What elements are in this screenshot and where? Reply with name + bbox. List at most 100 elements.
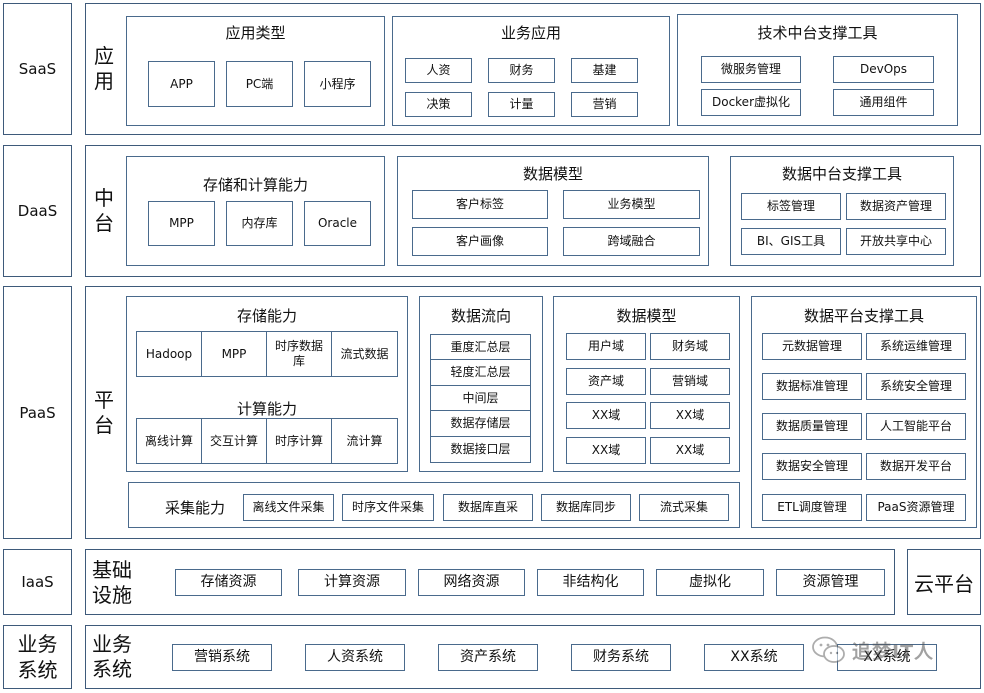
collect-group bbox=[128, 482, 740, 528]
compute-item: 交互计算 bbox=[201, 418, 267, 464]
data-tools-title: 数据中台支撑工具 bbox=[781, 165, 902, 183]
data-flow-layer: 重度汇总层 bbox=[430, 334, 531, 360]
biz-app: 基建 bbox=[571, 58, 638, 83]
storage-item: 时序数据 库 bbox=[266, 331, 332, 377]
paas-model-domain: XX域 bbox=[650, 437, 730, 464]
compute-capability-title: 计算能力 bbox=[236, 400, 297, 418]
watermark: 追梦IT人 bbox=[812, 633, 972, 667]
platform-tool: 数据标准管理 bbox=[762, 373, 862, 400]
storage-item: MPP bbox=[201, 331, 267, 377]
layer-daas: DaaS bbox=[3, 145, 72, 277]
data-tool: 标签管理 bbox=[741, 193, 841, 220]
storage-compute-item: MPP bbox=[148, 201, 215, 246]
daas-model-item: 客户画像 bbox=[412, 227, 548, 256]
biz-app: 决策 bbox=[405, 92, 472, 117]
layer-iaas-label: IaaS bbox=[21, 573, 54, 591]
app-type-miniprogram: 小程序 bbox=[304, 61, 371, 107]
layer-daas-label: DaaS bbox=[17, 202, 58, 220]
biz-system: 资产系统 bbox=[438, 644, 538, 671]
storage-item: 流式数据 bbox=[331, 331, 398, 377]
collect-item: 数据库直采 bbox=[443, 494, 533, 521]
tech-tool: 通用组件 bbox=[833, 89, 934, 116]
layer-biz: 业务 系统 bbox=[3, 625, 72, 689]
iaas-row-label: 基础 设施 bbox=[92, 558, 132, 607]
biz-system: 营销系统 bbox=[172, 644, 272, 671]
tech-tools-title: 技术中台支撑工具 bbox=[757, 24, 878, 42]
saas-row-label: 应 用 bbox=[94, 44, 114, 93]
paas-model-domain: XX域 bbox=[566, 402, 646, 429]
platform-tool: 元数据管理 bbox=[762, 333, 862, 360]
paas-model-domain: 资产域 bbox=[566, 368, 646, 395]
biz-app: 财务 bbox=[488, 58, 555, 83]
biz-system: XX系统 bbox=[837, 644, 937, 671]
platform-tool: 系统运维管理 bbox=[866, 333, 966, 360]
watermark-text: 追梦IT人 bbox=[852, 640, 935, 663]
platform-tool: ETL调度管理 bbox=[762, 494, 862, 521]
tech-tool: DevOps bbox=[833, 56, 934, 83]
infra-resource: 非结构化 bbox=[537, 569, 644, 596]
paas-model-domain: XX域 bbox=[566, 437, 646, 464]
infra-resource: 存储资源 bbox=[175, 569, 282, 596]
storage-compute-title: 存储和计算能力 bbox=[202, 176, 308, 194]
data-tool: 数据资产管理 bbox=[846, 193, 946, 220]
paas-model-domain: 用户域 bbox=[566, 333, 646, 360]
storage-item: Hadoop bbox=[136, 331, 202, 377]
cloud-platform: 云平台 bbox=[907, 549, 981, 615]
compute-item: 时序计算 bbox=[266, 418, 332, 464]
compute-item: 流计算 bbox=[331, 418, 398, 464]
platform-tool: 系统安全管理 bbox=[866, 373, 966, 400]
infra-resource: 虚拟化 bbox=[656, 569, 764, 596]
data-flow-layer: 数据接口层 bbox=[430, 436, 531, 463]
paas-row-label: 平 台 bbox=[94, 388, 114, 437]
infra-resource: 网络资源 bbox=[418, 569, 525, 596]
app-types-title: 应用类型 bbox=[225, 24, 286, 42]
biz-system: XX系统 bbox=[704, 644, 804, 671]
layer-paas: PaaS bbox=[3, 286, 72, 539]
daas-data-model-title: 数据模型 bbox=[522, 165, 583, 183]
data-flow-layer: 数据存储层 bbox=[430, 410, 531, 437]
platform-tool: 数据质量管理 bbox=[762, 413, 862, 440]
collect-item: 时序文件采集 bbox=[342, 494, 434, 521]
platform-tool: PaaS资源管理 bbox=[866, 494, 966, 521]
biz-row-label: 业务 系统 bbox=[92, 632, 132, 681]
biz-app: 人资 bbox=[405, 58, 472, 83]
data-flow-layer: 轻度汇总层 bbox=[430, 359, 531, 386]
tech-tool: 微服务管理 bbox=[701, 56, 801, 83]
storage-compute-item: Oracle bbox=[304, 201, 371, 246]
collect-item: 离线文件采集 bbox=[243, 494, 334, 521]
layer-biz-label: 业务 系统 bbox=[17, 632, 58, 682]
infra-resource: 计算资源 bbox=[298, 569, 406, 596]
data-tool: 开放共享中心 bbox=[846, 228, 946, 255]
data-flow-layer: 中间层 bbox=[430, 385, 531, 411]
paas-model-domain: 营销域 bbox=[650, 368, 730, 395]
biz-app: 计量 bbox=[488, 92, 555, 117]
daas-model-item: 业务模型 bbox=[563, 190, 700, 219]
biz-apps-title: 业务应用 bbox=[500, 24, 561, 42]
platform-tool: 数据安全管理 bbox=[762, 453, 862, 480]
wechat-icon bbox=[812, 636, 845, 663]
compute-item: 离线计算 bbox=[136, 418, 202, 464]
tech-tool: Docker虚拟化 bbox=[701, 89, 801, 116]
infra-resource: 资源管理 bbox=[776, 569, 885, 596]
data-flow-title: 数据流向 bbox=[450, 307, 511, 325]
platform-tool: 数据开发平台 bbox=[866, 453, 966, 480]
app-type-pc: PC端 bbox=[226, 61, 293, 107]
daas-row-label: 中 台 bbox=[94, 186, 114, 235]
layer-saas: SaaS bbox=[3, 3, 72, 135]
daas-model-item: 跨域融合 bbox=[563, 227, 700, 256]
collect-item: 流式采集 bbox=[639, 494, 729, 521]
collect-item: 数据库同步 bbox=[541, 494, 631, 521]
paas-data-model-title: 数据模型 bbox=[616, 307, 677, 325]
daas-model-item: 客户标签 bbox=[412, 190, 548, 219]
layer-iaas: IaaS bbox=[3, 549, 72, 615]
data-tool: BI、GIS工具 bbox=[741, 228, 841, 255]
layer-paas-label: PaaS bbox=[19, 403, 56, 422]
collect-title: 采集能力 bbox=[164, 499, 225, 517]
app-type-app: APP bbox=[148, 61, 215, 107]
platform-tool: 人工智能平台 bbox=[866, 413, 966, 440]
biz-app: 营销 bbox=[571, 92, 638, 117]
storage-capability-title: 存储能力 bbox=[236, 307, 297, 325]
cloud-platform-label: 云平台 bbox=[914, 571, 974, 596]
layer-saas-label: SaaS bbox=[18, 60, 57, 78]
platform-tools-title: 数据平台支撑工具 bbox=[803, 307, 924, 325]
